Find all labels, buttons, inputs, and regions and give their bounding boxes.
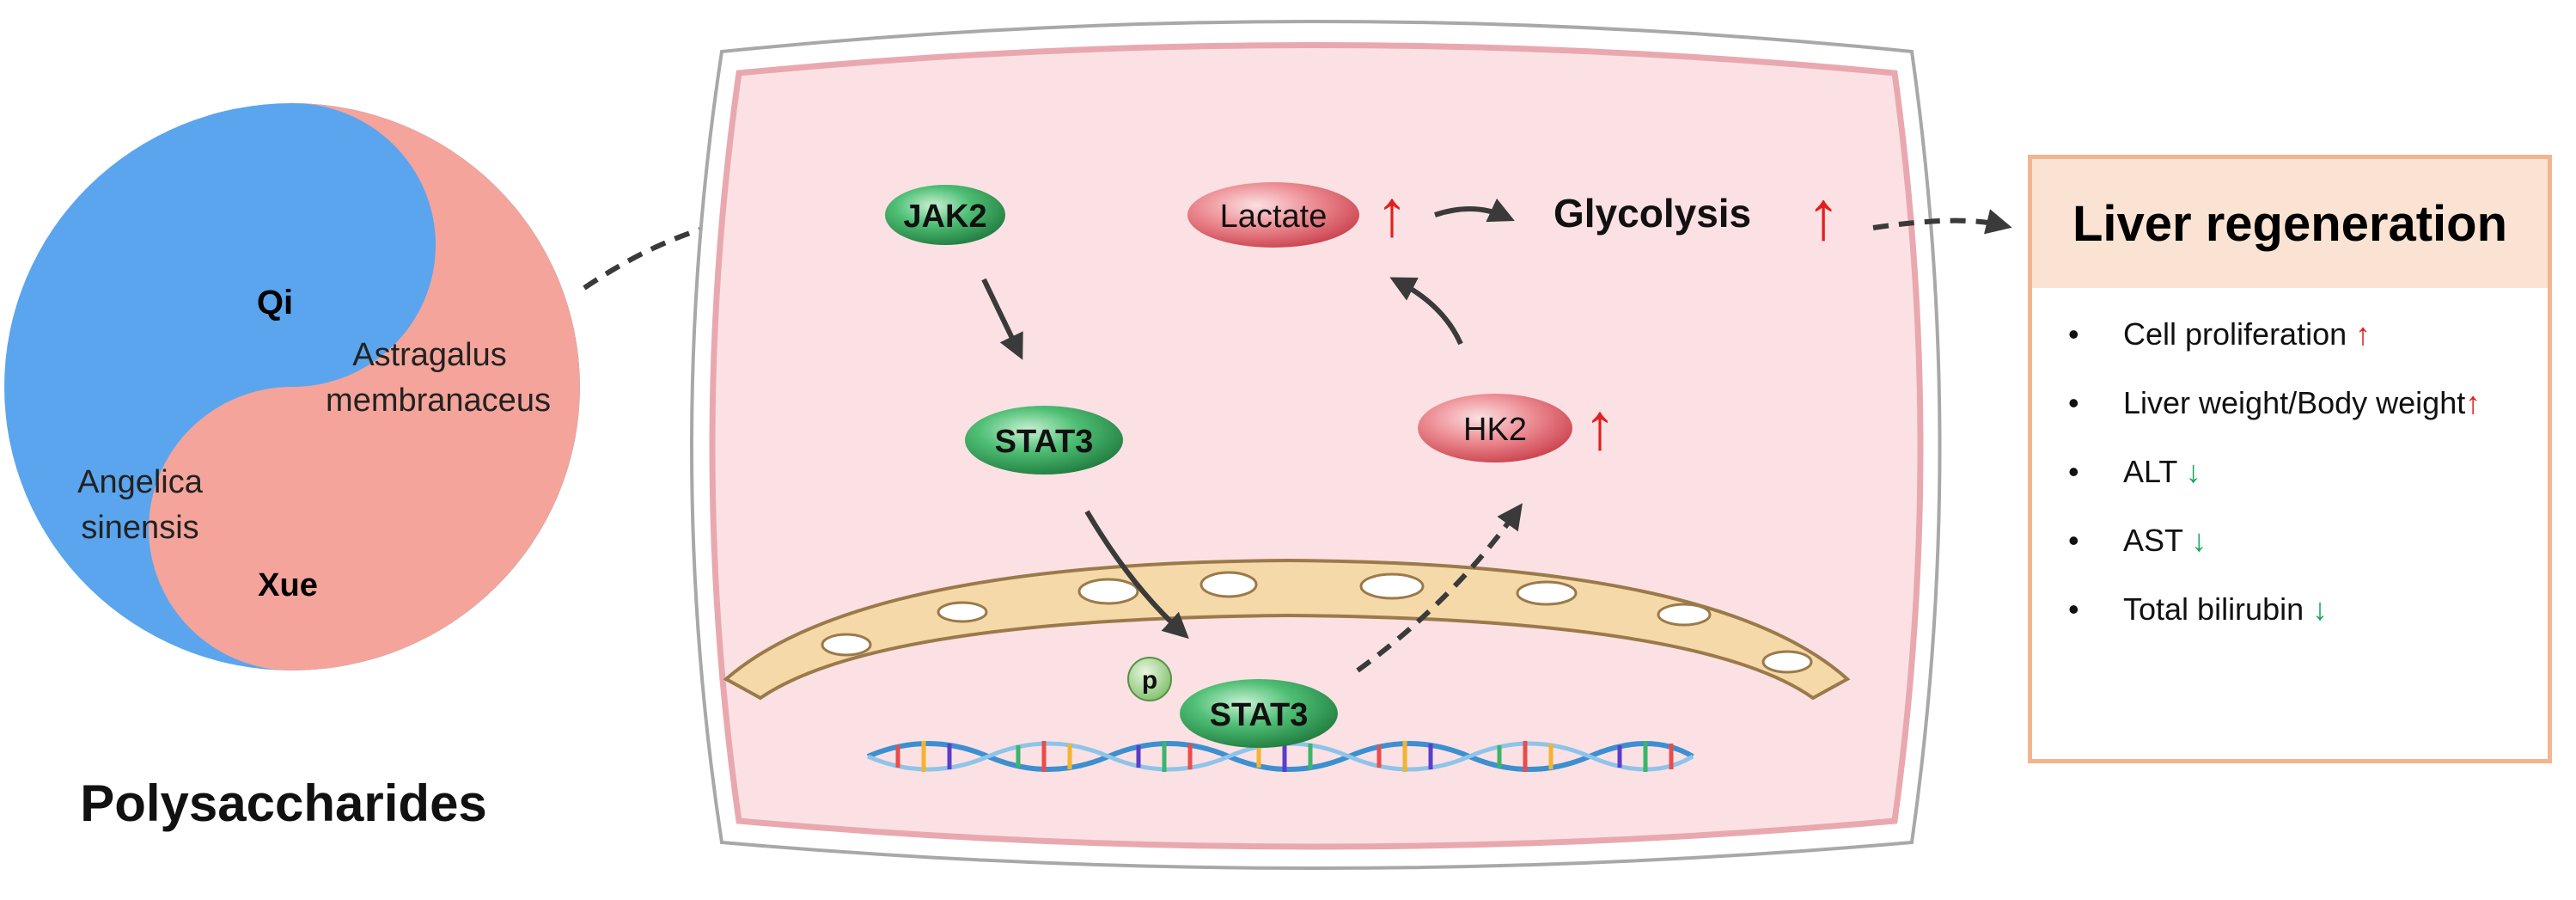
nuclear-pore — [1359, 572, 1425, 600]
outcome-text: Liver weight/Body weight — [2123, 385, 2466, 420]
liver-regeneration-title: Liver regeneration — [2032, 159, 2548, 288]
hk2-up-arrow: ↑ — [1584, 390, 1616, 463]
bullet: • — [2068, 385, 2079, 420]
astragalus-label-line2: membranaceus — [326, 383, 551, 419]
lactate-up-arrow: ↑ — [1376, 177, 1408, 250]
outcome-item: • Cell proliferation ↑ — [2061, 312, 2548, 357]
arrow-pstat3-to-hk2 — [1356, 503, 1523, 673]
nucleus-membrane — [723, 558, 1851, 701]
xue-label: Xue — [258, 567, 318, 603]
outcome-item: • ALT ↓ — [2061, 450, 2548, 494]
glycolysis-up-arrow: ↑ — [1806, 177, 1840, 254]
phosphate-label: p — [1142, 666, 1157, 695]
outcome-text: Total bilirubin — [2123, 591, 2313, 627]
angelica-label-line1: Angelica — [77, 464, 204, 500]
jak2-node — [885, 185, 1005, 245]
outcome-text: ALT — [2123, 454, 2186, 489]
arrow-jak2-to-stat3 — [981, 278, 1023, 360]
nuclear-pore — [937, 601, 988, 623]
lactate-node — [1187, 182, 1359, 248]
increase-arrow-icon: ↑ — [2355, 316, 2372, 352]
outcome-text: Cell proliferation — [2123, 316, 2356, 352]
stat3-label: STAT3 — [995, 424, 1094, 460]
decrease-arrow-icon: ↓ — [2185, 454, 2201, 489]
bullet: • — [2068, 591, 2079, 627]
hk2-node — [1418, 394, 1572, 462]
nuclear-pore — [1199, 571, 1258, 598]
lactate-label: Lactate — [1220, 199, 1328, 235]
qi-label: Qi — [257, 284, 293, 321]
hk2-label: HK2 — [1463, 412, 1527, 448]
bullet: • — [2068, 316, 2079, 352]
nuclear-pore — [1657, 603, 1712, 627]
nuclear-pore — [1516, 580, 1578, 606]
angelica-label-line2: sinensis — [81, 510, 198, 546]
liver-regeneration-panel: Liver regeneration • Cell proliferation ↑… — [2028, 155, 2552, 763]
outcome-list: • Cell proliferation ↑ • Liver weight/Body… — [2032, 288, 2548, 632]
increase-arrow-icon: ↑ — [2465, 385, 2481, 420]
nuclear-pore — [821, 633, 872, 657]
bullet: • — [2068, 523, 2079, 558]
outcome-item: • AST ↓ — [2061, 518, 2548, 563]
arrow-hk2-to-lactate — [1389, 277, 1463, 346]
xue-dot — [243, 540, 333, 629]
yin-yang-salmon-half — [149, 103, 580, 670]
outcome-text: AST — [2123, 523, 2192, 558]
glycolysis-label: Glycolysis — [1554, 191, 1751, 236]
qi-dot — [230, 256, 320, 346]
yin-yang-symbol — [4, 103, 580, 670]
cell-inner-body — [709, 42, 1924, 850]
outcome-item: • Liver weight/Body weight↑ — [2061, 381, 2548, 426]
phosphate-group — [1127, 657, 1172, 701]
bullet: • — [2068, 454, 2079, 489]
stat3-node — [965, 406, 1123, 474]
nuclear-pore — [1761, 650, 1813, 674]
decrease-arrow-icon: ↓ — [2312, 591, 2329, 627]
jak2-label: JAK2 — [903, 199, 986, 235]
astragalus-label-line1: Astragalus — [352, 337, 507, 373]
pstat3-node — [1180, 679, 1338, 748]
arrow-stat3-to-nucleus — [1084, 510, 1189, 640]
polysaccharides-caption: Polysaccharides — [80, 774, 487, 832]
outcome-item: • Total bilirubin ↓ — [2061, 587, 2548, 632]
decrease-arrow-icon: ↓ — [2191, 523, 2207, 558]
pstat3-label: STAT3 — [1210, 697, 1309, 733]
arrow-lactate-to-glycolysis — [1434, 198, 1515, 223]
nuclear-pore — [1077, 578, 1139, 605]
